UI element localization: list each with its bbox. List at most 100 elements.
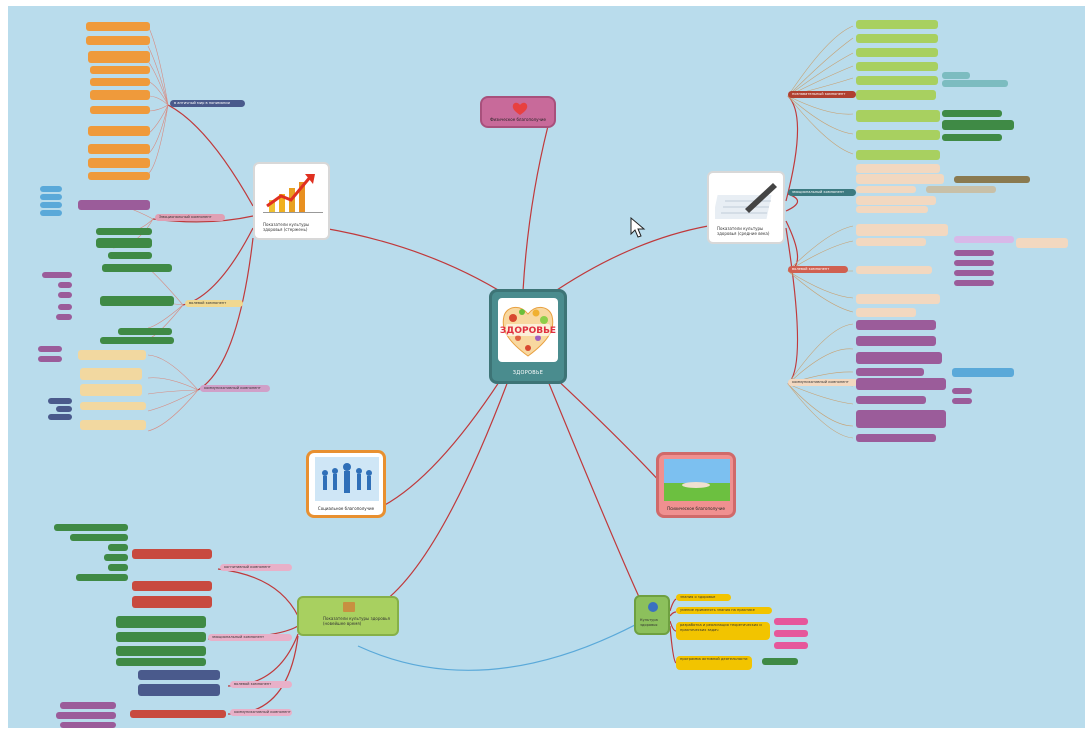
branch-tr-4[interactable]: коммуникативный компонент (788, 379, 858, 386)
leaf-node[interactable] (116, 616, 206, 628)
branch-tl-4[interactable]: коммуникативный компонент (200, 385, 270, 392)
leaf-node[interactable] (856, 206, 928, 213)
leaf-node[interactable] (856, 130, 940, 140)
leaf-node[interactable] (774, 630, 808, 637)
leaf-node[interactable] (100, 296, 174, 306)
branch-tr-3[interactable]: волевой компонент (788, 266, 848, 273)
branch-br-2[interactable]: умение применять знания на практике (676, 607, 772, 614)
social-wellbeing-node[interactable]: Социальное благополучие (306, 450, 386, 518)
branch-bl-4[interactable]: коммуникативный компонент (230, 709, 292, 716)
leaf-node[interactable] (774, 642, 808, 649)
physical-wellbeing-node[interactable]: Физическое благополучие (480, 96, 556, 128)
leaf-node[interactable] (942, 80, 1008, 87)
central-topic[interactable]: ЗДОРОВЬЕ ЗДОРОВЬЕ (489, 289, 567, 384)
leaf-node[interactable] (88, 158, 150, 168)
leaf-node[interactable] (90, 90, 150, 100)
leaf-node[interactable] (56, 406, 72, 412)
leaf-node[interactable] (856, 196, 936, 205)
leaf-node[interactable] (40, 186, 62, 192)
leaf-node[interactable] (856, 308, 916, 317)
leaf-node[interactable] (80, 420, 146, 430)
leaf-node[interactable] (856, 238, 926, 246)
leaf-node[interactable] (856, 352, 942, 364)
leaf-node[interactable] (1016, 238, 1068, 248)
leaf-node[interactable] (952, 398, 972, 404)
leaf-node[interactable] (774, 618, 808, 625)
leaf-node[interactable] (856, 224, 948, 236)
leaf-node[interactable] (102, 264, 172, 272)
leaf-node[interactable] (48, 414, 72, 420)
leaf-node[interactable] (78, 350, 146, 360)
leaf-node[interactable] (88, 126, 150, 136)
branch-bl-1[interactable]: когнитивный компонент (220, 564, 292, 571)
leaf-node[interactable] (104, 554, 128, 561)
leaf-node[interactable] (856, 62, 938, 71)
leaf-node[interactable] (42, 272, 72, 278)
leaf-node[interactable] (118, 328, 172, 335)
leaf-node[interactable] (88, 172, 150, 180)
hub-health-culture[interactable]: Культура здоровья (634, 595, 670, 635)
leaf-node[interactable] (856, 150, 940, 160)
mental-wellbeing-node[interactable]: Психическое благополучие (656, 452, 736, 518)
hub-culture-ancient[interactable]: Показатели культуры здоровья (стержень) (253, 162, 330, 240)
leaf-node[interactable] (856, 410, 946, 428)
leaf-node[interactable] (942, 72, 970, 79)
leaf-node[interactable] (54, 524, 128, 531)
leaf-node[interactable] (952, 368, 1014, 377)
leaf-node[interactable] (48, 398, 72, 404)
branch-tr-1[interactable]: познавательный компонент (788, 91, 856, 98)
leaf-node[interactable] (80, 368, 142, 380)
leaf-node[interactable] (70, 534, 128, 541)
leaf-node[interactable] (132, 549, 212, 559)
leaf-node[interactable] (108, 252, 152, 259)
leaf-node[interactable] (762, 658, 798, 665)
leaf-node[interactable] (90, 66, 150, 74)
leaf-node[interactable] (954, 236, 1014, 243)
branch-bl-3[interactable]: волевой компонент (230, 681, 292, 688)
leaf-node[interactable] (942, 134, 1002, 141)
leaf-node[interactable] (90, 106, 150, 114)
leaf-node[interactable] (926, 186, 996, 193)
branch-tr-2[interactable]: эмоциональный компонент (788, 189, 856, 196)
mindmap-canvas[interactable]: ЗДОРОВЬЕ ЗДОРОВЬЕ Показатели культуры зд… (8, 6, 1085, 728)
leaf-node[interactable] (954, 250, 994, 256)
leaf-node[interactable] (856, 90, 936, 100)
leaf-node[interactable] (90, 78, 150, 86)
leaf-node[interactable] (856, 164, 940, 173)
branch-tl-1[interactable]: в античный мир в понимании (170, 100, 245, 107)
leaf-node[interactable] (954, 280, 994, 286)
leaf-node[interactable] (856, 294, 940, 304)
leaf-node[interactable] (88, 51, 150, 63)
leaf-node[interactable] (38, 356, 62, 362)
leaf-node[interactable] (856, 20, 938, 29)
leaf-node[interactable] (56, 314, 72, 320)
hub-culture-modern[interactable]: Показатели культуры здоровья (новейшее в… (297, 596, 399, 636)
leaf-node[interactable] (96, 238, 152, 248)
leaf-node[interactable] (954, 260, 994, 266)
leaf-node[interactable] (138, 670, 220, 680)
leaf-node[interactable] (108, 564, 128, 571)
leaf-node[interactable] (40, 194, 62, 200)
leaf-node[interactable] (856, 336, 936, 346)
leaf-node[interactable] (80, 402, 146, 410)
leaf-node[interactable] (856, 396, 926, 404)
leaf-node[interactable] (100, 337, 174, 344)
leaf-node[interactable] (116, 632, 206, 642)
leaf-node[interactable] (130, 710, 226, 718)
leaf-node[interactable] (856, 434, 936, 442)
leaf-node[interactable] (96, 228, 152, 235)
leaf-node[interactable] (942, 120, 1014, 130)
leaf-node[interactable] (38, 346, 62, 352)
leaf-node[interactable] (132, 596, 212, 608)
leaf-node[interactable] (856, 110, 940, 122)
leaf-node[interactable] (856, 368, 924, 376)
branch-tl-3[interactable]: волевой компонент (185, 300, 243, 307)
leaf-node[interactable] (40, 210, 62, 216)
leaf-node[interactable] (60, 722, 116, 728)
leaf-node[interactable] (856, 378, 946, 390)
branch-bl-2[interactable]: эмоциональный компонент (208, 634, 292, 641)
leaf-node[interactable] (856, 266, 932, 274)
hub-culture-middle-ages[interactable]: Показатели культуры здоровья (средние ве… (707, 171, 785, 244)
leaf-node[interactable] (86, 36, 150, 45)
leaf-node[interactable] (942, 110, 1002, 117)
